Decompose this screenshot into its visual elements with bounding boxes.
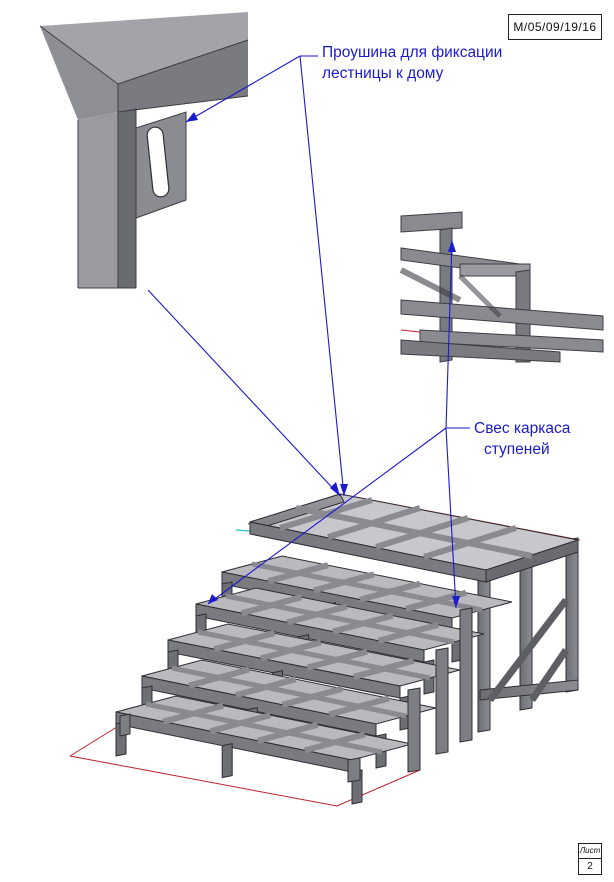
tread-midbar	[225, 593, 455, 645]
callout-eyelet-line1: Проушина для фиксации	[322, 44, 503, 61]
callout-eyelet-line2: лестницы к дому	[322, 65, 444, 82]
sheet-number: 2	[587, 861, 593, 872]
callout-eyelet-label: Проушина для фиксации лестницы к дому	[322, 42, 502, 84]
tread-midbar	[197, 629, 431, 681]
leader-lines	[147, 55, 470, 609]
stair-post	[221, 742, 233, 779]
callout-overhang-line2: ступеней	[484, 441, 550, 458]
leader-arrowheads	[186, 112, 460, 608]
sheet-number-box: Лист 2	[578, 843, 602, 875]
callout-overhang-line1: Свес каркаса	[474, 420, 571, 437]
staircase-3d-view	[69, 493, 581, 807]
tread-midbar	[145, 701, 383, 755]
callout-overhang-label: Свес каркаса ступеней	[474, 418, 570, 460]
tread-midbar	[171, 665, 407, 719]
detail-view-eyelet	[39, 12, 249, 289]
tread-midbar	[251, 561, 483, 613]
sheet-label: Лист	[579, 844, 601, 859]
detail-view-overhang	[399, 211, 604, 364]
drawing-code: M/05/09/19/16	[508, 14, 602, 40]
